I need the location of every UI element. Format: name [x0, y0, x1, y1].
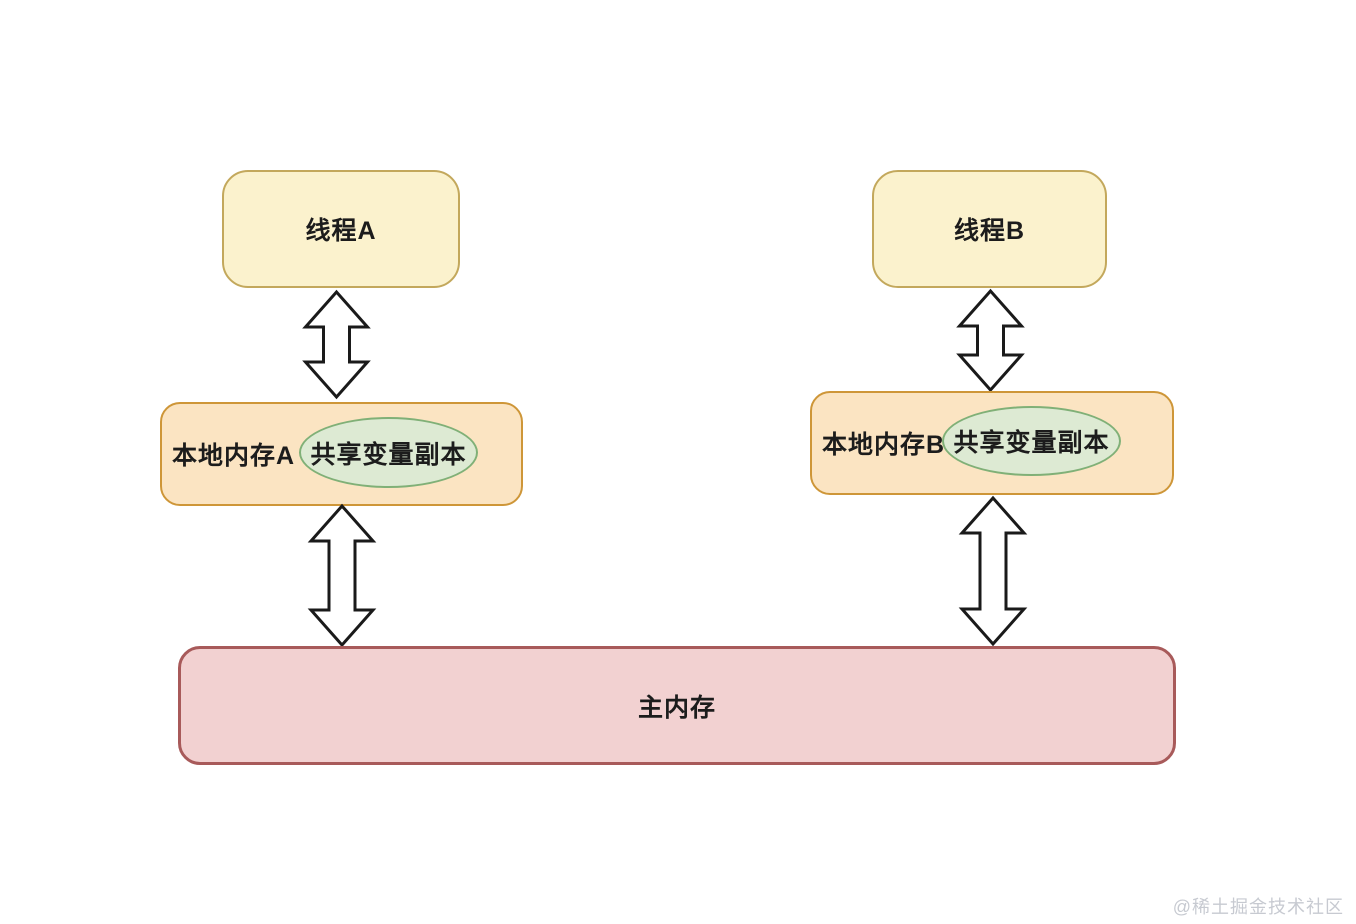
main-memory-box: 主内存 [178, 646, 1176, 765]
bidirectional-arrow-shape [302, 289, 371, 400]
watermark: @稀土掘金技术社区 [1172, 897, 1344, 917]
local-memory-a-label: 本地内存A [172, 442, 296, 470]
bidirectional-arrow-shape [956, 288, 1025, 393]
shared-variable-copy-b-ellipse: 共享变量副本 [942, 406, 1121, 476]
bidirectional-arrow-icon [307, 503, 377, 648]
thread-b-label: 线程B [953, 217, 1026, 245]
bidirectional-arrow-icon [302, 289, 371, 400]
thread-a-box: 线程A [222, 170, 460, 288]
bidirectional-arrow-icon [956, 288, 1025, 393]
bidirectional-arrow-shape [958, 495, 1028, 647]
thread-b-box: 线程B [872, 170, 1107, 288]
bidirectional-arrow-icon [958, 495, 1028, 647]
local-memory-b-label: 本地内存B [822, 431, 946, 459]
bidirectional-arrow-shape [307, 503, 377, 648]
shared-variable-copy-a-label: 共享变量副本 [310, 440, 467, 469]
thread-a-label: 线程A [305, 217, 377, 245]
shared-variable-copy-b-label: 共享变量副本 [953, 429, 1110, 457]
shared-variable-copy-a-ellipse: 共享变量副本 [299, 417, 478, 488]
main-memory-label: 主内存 [637, 693, 716, 722]
